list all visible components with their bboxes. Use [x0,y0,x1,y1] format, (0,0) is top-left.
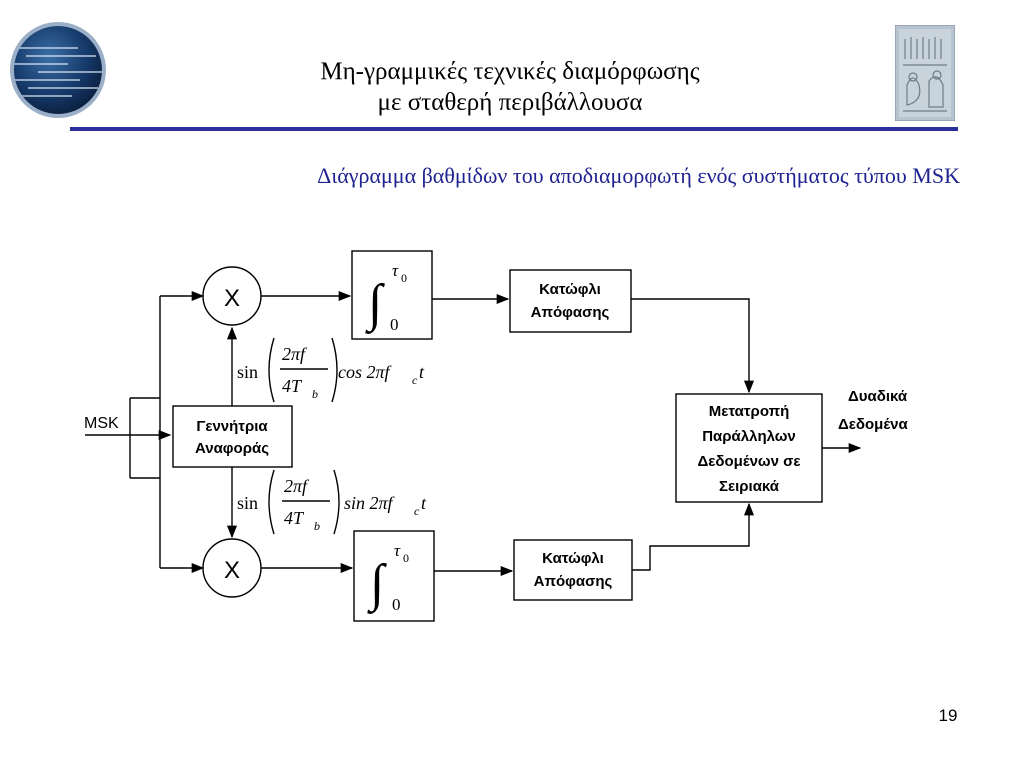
input-label-msk: MSK [84,415,119,432]
reference-expression-top: sin 2πf 4T b cos 2πf c t [237,337,425,403]
integrator-bottom-lower-limit: 0 [392,595,401,614]
multiplier-top-symbol: X [224,285,240,312]
threshold-bottom-line-2: Απόφασης [534,573,613,590]
ref-bottom-func: sin [237,493,258,513]
ref-top-numerator: 2πf [282,344,308,364]
ref-top-trail: cos 2πf [338,362,393,382]
output-label-line-2: Δεδομένα [838,416,908,433]
output-label-line-1: Δυαδικά [848,388,908,405]
ref-top-denominator: 4T [282,376,303,396]
parallel-to-serial-converter: Μετατροπή Παράλληλων Δεδομένων σε Σειρια… [675,393,823,503]
page-number: 19 [938,706,958,725]
title-line-1: Μη-γραμμικές τεχνικές διαμόρφωσης [320,58,700,85]
multiplier-bottom-symbol: X [224,557,240,584]
generator-label-line-2: Αναφοράς [195,440,269,457]
integral-sign-icon: ∫ [365,275,385,334]
multiplier-bottom: X [202,538,262,598]
ref-bottom-denominator-sub: b [314,519,320,533]
generator-label-line-1: Γεννήτρια [196,418,268,435]
converter-line-4: Σειριακά [719,478,780,495]
threshold-bottom-line-1: Κατώφλι [542,550,604,567]
ref-bottom-trail-end: t [421,493,427,513]
ref-top-trail-end: t [419,362,425,382]
converter-line-3: Δεδομένων σε [697,453,800,470]
converter-line-2: Παράλληλων [702,428,796,445]
ref-top-denominator-sub: b [312,387,318,401]
threshold-top-line-2: Απόφασης [531,304,610,321]
multiplier-top: X [202,266,262,326]
ref-bottom-denominator: 4T [284,508,305,528]
title-divider [70,127,958,131]
converter-line-1: Μετατροπή [709,403,789,420]
threshold-decision-top: Κατώφλι Απόφασης [509,269,632,333]
integrator-bottom-upper-sub: 0 [403,551,409,565]
ref-top-trail-sub: c [412,373,418,387]
integrator-top-upper-limit: τ [392,261,399,280]
integrator-top-upper-sub: 0 [401,271,407,285]
ref-bottom-numerator: 2πf [284,476,310,496]
reference-generator-block: Γεννήτρια Αναφοράς [172,405,293,468]
reference-expression-bottom: sin 2πf 4T b sin 2πf c t [237,469,427,535]
threshold-top-line-1: Κατώφλι [539,281,601,298]
integrator-top: ∫ τ 0 0 [351,250,433,340]
slide-subtitle: Διάγραμμα βαθμίδων του αποδιαμορφωτή ενό… [317,163,960,188]
stone-relief-image [895,25,955,121]
threshold-decision-bottom: Κατώφλι Απόφασης [513,539,633,601]
ref-top-func: sin [237,362,258,382]
ref-bottom-trail-sub: c [414,504,420,518]
integrator-bottom: ∫ τ 0 0 [353,530,435,622]
integrator-bottom-upper-limit: τ [394,541,401,560]
title-line-2: με σταθερή περιβάλλουσα [377,89,643,116]
integral-sign-icon: ∫ [367,555,387,614]
input-wiring [85,290,205,574]
globe-logo-icon [10,22,106,118]
ref-bottom-trail: sin 2πf [344,493,396,513]
slide-title: Μη-γραμμικές τεχνικές διαμόρφωσης με στα… [190,56,830,118]
integrator-top-lower-limit: 0 [390,315,399,334]
